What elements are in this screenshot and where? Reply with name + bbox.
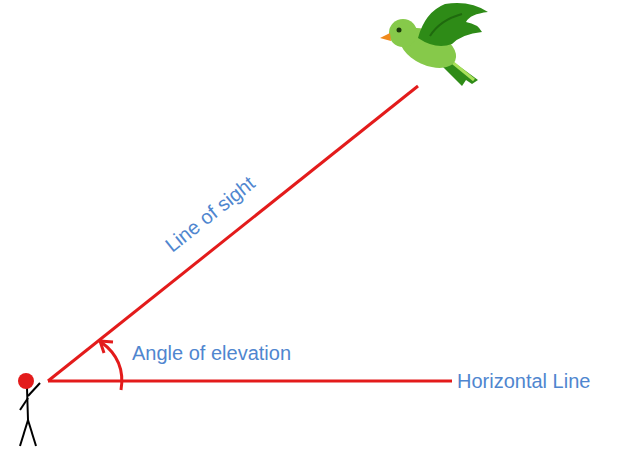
- angle-arc: [101, 342, 122, 390]
- sight-label: Line of sight: [160, 171, 259, 257]
- angle-label: Angle of elevation: [132, 341, 291, 365]
- bird: [380, 3, 488, 86]
- stick-figure: [18, 373, 40, 446]
- arc-arrowhead: [100, 341, 113, 353]
- horizontal-label: Horizontal Line: [457, 369, 590, 393]
- horizontal-line: [48, 380, 452, 383]
- sight-line: [48, 86, 418, 381]
